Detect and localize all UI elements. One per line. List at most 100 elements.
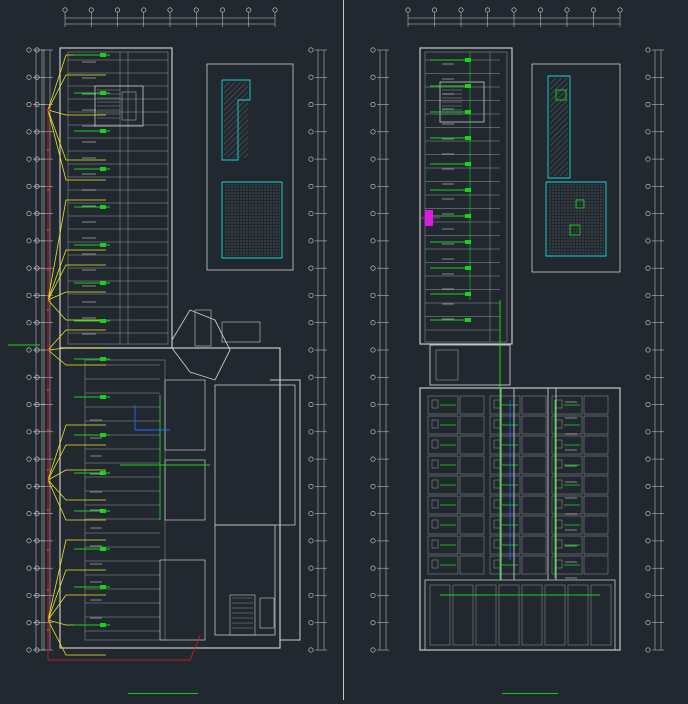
stair-icon xyxy=(229,594,256,636)
fixture-icon xyxy=(100,471,106,475)
service-core xyxy=(159,559,206,641)
wiring-run xyxy=(47,291,106,301)
axis-bubble-icon xyxy=(645,511,651,517)
axis-bubble-icon xyxy=(26,211,32,217)
device-node xyxy=(46,148,50,152)
building-outline xyxy=(419,47,513,345)
axis-bubble-icon xyxy=(308,647,314,653)
axis-bubble-icon xyxy=(370,156,376,162)
axis-bubble-icon xyxy=(370,511,376,517)
axis-bubble-icon xyxy=(645,238,651,244)
axis-bubble-icon xyxy=(370,620,376,626)
wiring-run xyxy=(47,444,106,481)
fixture-icon xyxy=(555,539,563,549)
guest-room xyxy=(583,475,609,495)
axis-bubble-icon xyxy=(645,102,651,108)
axis-bubble-icon xyxy=(645,483,651,489)
axis-bubble-icon xyxy=(370,347,376,353)
wiring-run xyxy=(47,329,106,351)
stair-icon xyxy=(435,349,459,381)
axis-bubble-icon xyxy=(115,7,121,13)
axis-bubble-icon xyxy=(308,183,314,189)
wiring-run xyxy=(47,619,106,656)
axis-bubble-icon xyxy=(34,429,40,435)
fixture-icon xyxy=(100,243,106,247)
axis-bubble-icon xyxy=(370,74,376,80)
fixture-icon xyxy=(431,459,439,469)
keyplan-outline xyxy=(545,181,607,257)
device-node xyxy=(46,188,50,192)
axis-bubble-icon xyxy=(34,565,40,571)
guest-room xyxy=(459,455,485,475)
lower-wing-outline xyxy=(59,347,281,649)
axis-bubble-icon xyxy=(308,538,314,544)
axis-bubble-icon xyxy=(272,7,278,13)
hall-outline xyxy=(214,524,276,636)
stair-icon xyxy=(439,81,485,123)
guest-room xyxy=(551,455,583,475)
axis-bubble-icon xyxy=(26,620,32,626)
axis-bubble-icon xyxy=(645,347,651,353)
axis-bubble-icon xyxy=(308,238,314,244)
marker-icon xyxy=(569,224,581,236)
guest-room xyxy=(427,475,459,495)
fixture-icon xyxy=(100,547,106,551)
fixture-icon xyxy=(431,439,439,449)
axis-bubble-icon xyxy=(370,47,376,53)
fixture-icon xyxy=(493,439,501,449)
guest-room xyxy=(489,515,521,535)
fixture-icon xyxy=(465,318,471,322)
axis-bubble-icon xyxy=(308,320,314,326)
wiring-run xyxy=(47,109,106,116)
axis-bubble-icon xyxy=(34,402,40,408)
axis-bubble-icon xyxy=(26,456,32,462)
guest-room xyxy=(489,455,521,475)
sheet-divider xyxy=(343,0,344,700)
axis-bubble-icon xyxy=(88,7,94,13)
axis-bubble-icon xyxy=(26,402,32,408)
guest-room xyxy=(521,495,547,515)
fixture-icon xyxy=(493,559,501,569)
axis-bubble-icon xyxy=(34,292,40,298)
fixture-icon xyxy=(100,281,106,285)
axis-bubble-icon xyxy=(34,620,40,626)
fixture-icon xyxy=(431,399,439,409)
hall-outline xyxy=(214,384,296,526)
axis-bubble-icon xyxy=(34,74,40,80)
wiring-run xyxy=(47,264,106,301)
keyplan-pattern xyxy=(548,184,604,254)
fixture-icon xyxy=(465,162,471,166)
axis-bubble-icon xyxy=(62,7,68,13)
axis-bubble-icon xyxy=(645,620,651,626)
guest-room xyxy=(459,435,485,455)
axis-bubble-icon xyxy=(370,429,376,435)
fixture-icon xyxy=(493,399,501,409)
wiring-run xyxy=(47,424,106,481)
guest-room xyxy=(489,535,521,555)
axis-bubble-icon xyxy=(645,292,651,298)
fixture-icon xyxy=(465,240,471,244)
fixture-icon xyxy=(493,499,501,509)
axis-bubble-icon xyxy=(370,211,376,217)
axis-bubble-icon xyxy=(370,456,376,462)
axis-bubble-icon xyxy=(26,565,32,571)
fixture-icon xyxy=(431,559,439,569)
device-node xyxy=(46,588,50,592)
guest-room xyxy=(551,475,583,495)
axis-bubble-icon xyxy=(220,7,226,13)
marker-icon xyxy=(575,199,585,209)
axis-bubble-icon xyxy=(645,320,651,326)
axis-bubble-icon xyxy=(370,183,376,189)
elevator-icon xyxy=(121,91,137,121)
fixture-icon xyxy=(100,167,106,171)
fixture-icon xyxy=(465,110,471,114)
wiring-run xyxy=(47,347,106,351)
axis-bubble-icon xyxy=(193,7,199,13)
fixture-icon xyxy=(431,499,439,509)
right-caption-underline xyxy=(502,693,558,694)
corridor-outline xyxy=(67,51,169,345)
wiring-run xyxy=(47,109,106,161)
axis-bubble-icon xyxy=(26,320,32,326)
